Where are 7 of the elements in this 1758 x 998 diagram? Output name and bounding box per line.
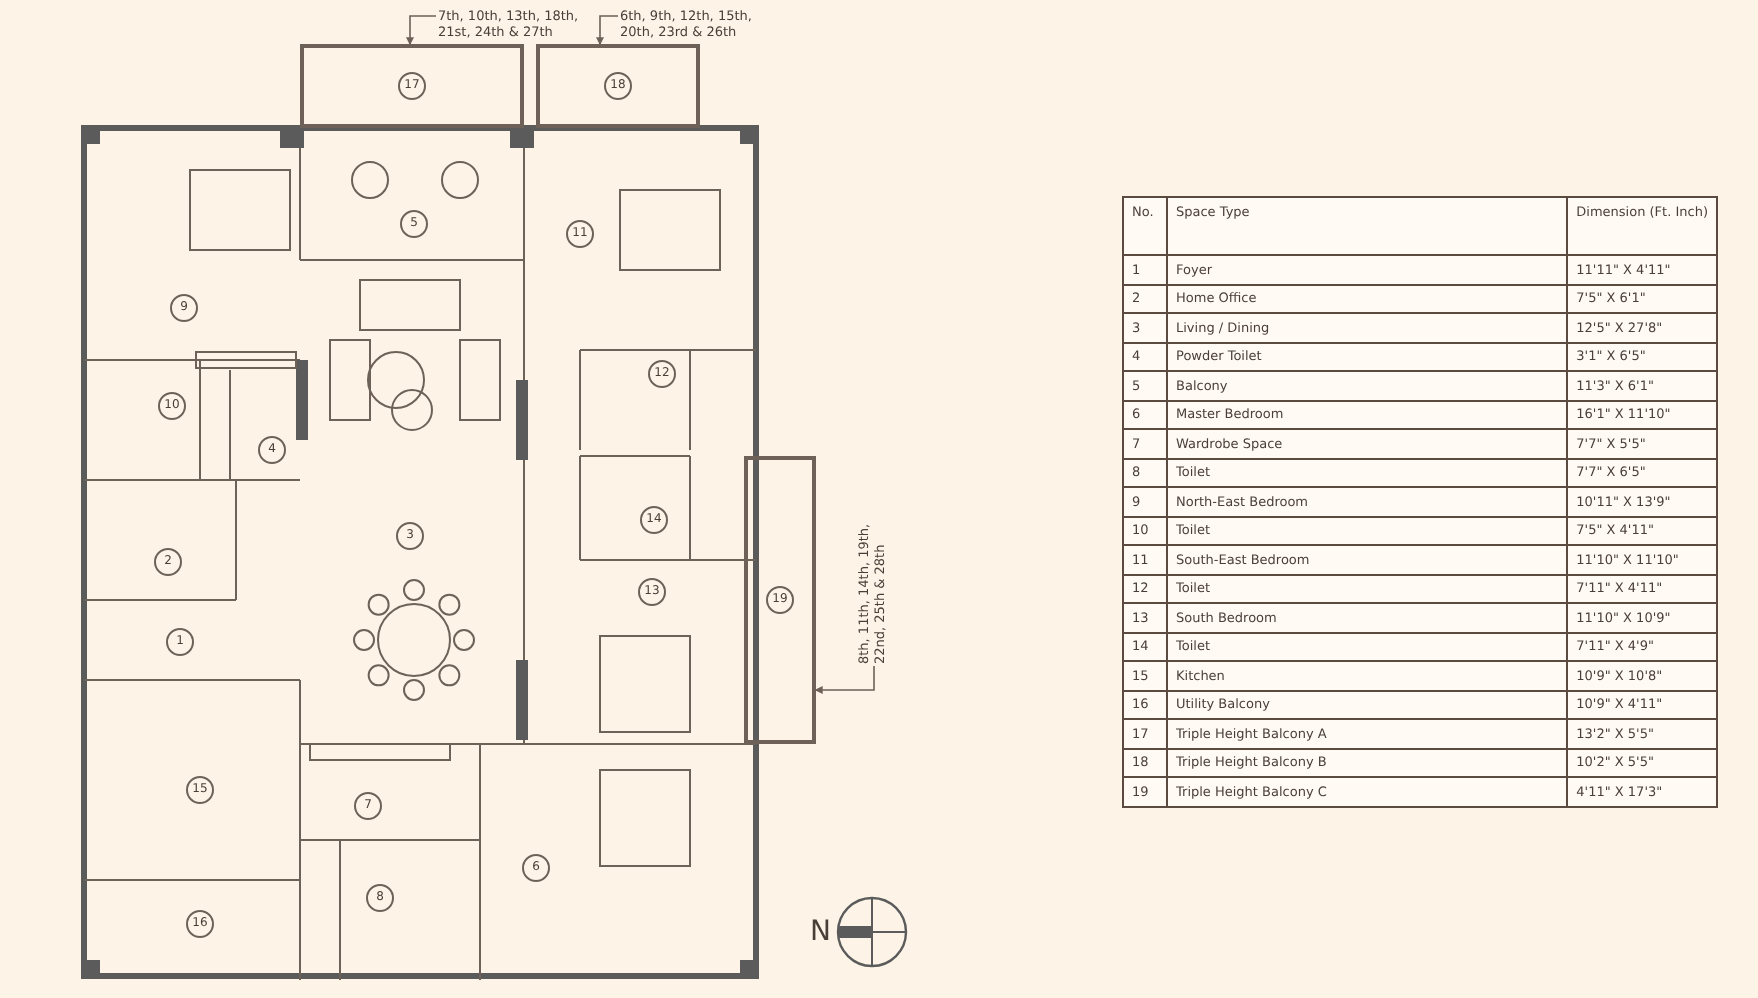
balcony-outline	[744, 456, 816, 744]
leader-line	[596, 15, 619, 46]
leader-line	[814, 665, 875, 694]
balcony-outline	[300, 44, 524, 128]
leader-line	[406, 15, 437, 46]
north-label: N	[810, 918, 831, 948]
balcony-outline	[536, 44, 700, 128]
